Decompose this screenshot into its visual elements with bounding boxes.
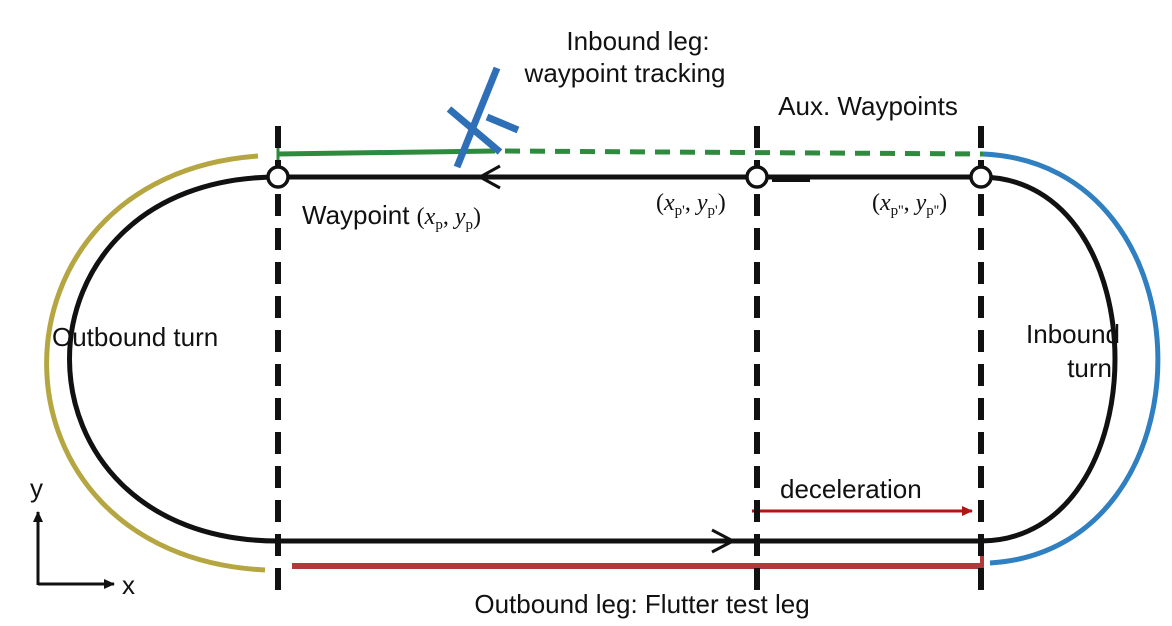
outbound-turn-arc <box>44 153 266 573</box>
aux-waypoints-label: Aux. Waypoints <box>778 91 958 121</box>
inbound-turn-label-1: Inbound <box>1026 319 1120 349</box>
aux-waypoint-2-coords: (xp'', yp'') <box>872 190 947 219</box>
aux-waypoint-marker-1 <box>745 165 769 189</box>
outbound-leg-label: Outbound leg: Flutter test leg <box>474 589 809 619</box>
inbound-turn-arc <box>982 151 1161 566</box>
inbound-leg-subtitle: waypoint tracking <box>524 58 726 88</box>
aux-waypoint-1-coords: (xp', yp') <box>656 190 726 219</box>
racetrack-path <box>67 174 1118 544</box>
inbound-turn-label-2: turn <box>1067 353 1112 383</box>
axis-y-label: y <box>30 473 43 503</box>
outbound-direction-arrow <box>711 528 737 554</box>
inbound-direction-arrow <box>476 164 501 190</box>
waypoint-label: Waypoint (xp, yp) <box>302 200 481 233</box>
deceleration-label: deceleration <box>780 474 922 504</box>
outbound-turn-label: Outbound turn <box>52 322 218 352</box>
aux-waypoint-marker-2 <box>969 165 993 189</box>
axes-icon <box>33 511 115 589</box>
inbound-leg-title: Inbound leg: <box>566 26 709 56</box>
axis-x-label: x <box>122 570 135 600</box>
waypoint-marker <box>266 165 290 189</box>
inbound-leg-solid <box>277 148 496 157</box>
inbound-leg-dashed <box>504 148 984 157</box>
aircraft-icon <box>446 66 520 169</box>
